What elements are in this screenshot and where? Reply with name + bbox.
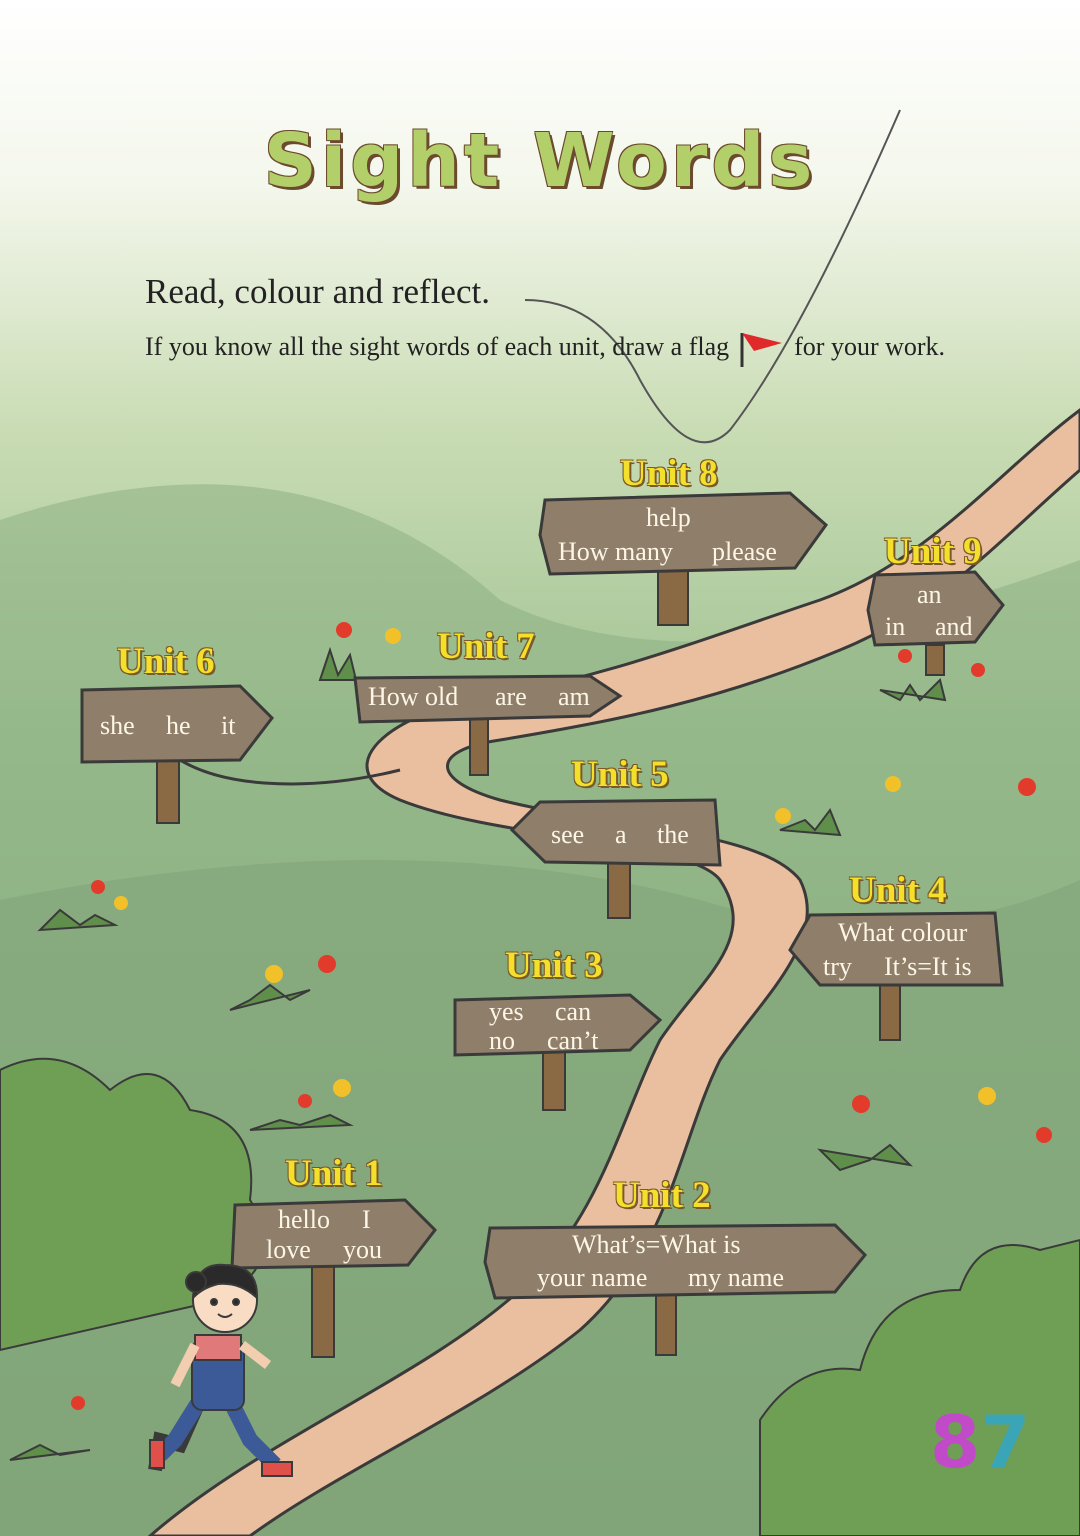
unit-8-word: How many [558, 537, 673, 566]
unit-5-label: Unit 5 [571, 754, 669, 795]
signposts [80, 491, 1005, 1300]
unit-8-label: Unit 8 [620, 453, 718, 494]
bush-right [759, 1238, 1080, 1536]
unit-3-word: no [489, 1026, 515, 1055]
flag-icon [736, 331, 788, 367]
unit-3-word: can’t [547, 1026, 599, 1055]
unit-4-label: Unit 4 [849, 870, 947, 911]
instruction-after-flag: for your work. [794, 331, 946, 361]
unit-7-label: Unit 7 [437, 626, 535, 667]
unit-1-word: I [362, 1205, 371, 1234]
unit-3-word: yes [489, 997, 524, 1026]
instruction-heading: Read, colour and reflect. [145, 272, 490, 311]
unit-8-word: please [712, 537, 777, 566]
unit-6-label: Unit 6 [117, 641, 215, 682]
unit-1-word: love [266, 1235, 311, 1264]
signpost-unit-2 [483, 1223, 868, 1300]
unit-2-label: Unit 2 [613, 1175, 711, 1216]
signpost-unit-5 [509, 798, 722, 867]
signpost-unit-4 [788, 911, 1004, 987]
unit-3-word: can [555, 997, 592, 1026]
unit-7-word: How old [368, 682, 459, 711]
unit-4-word: It’s=It is [884, 952, 972, 981]
instruction-before-flag: If you know all the sight words of each … [145, 331, 730, 361]
girl-illustration [148, 1263, 293, 1477]
signpost-unit-3 [453, 993, 663, 1057]
unit-6-word: it [221, 711, 236, 740]
unit-4-word: try [823, 952, 852, 981]
unit-1-word: you [343, 1235, 382, 1264]
page-number-digit: 7 [980, 1400, 1031, 1484]
signpost-unit-8 [538, 491, 829, 576]
unit-9-label: Unit 9 [884, 531, 982, 572]
page-number: 87 [930, 1400, 1030, 1484]
unit-7-word: am [558, 682, 590, 711]
unit-6-word: she [100, 711, 135, 740]
unit-5-word: see [551, 820, 585, 849]
signpost-unit-1 [230, 1198, 437, 1270]
signpost-unit-6 [80, 684, 274, 764]
unit-9-word: in [885, 612, 906, 641]
unit-2-word: your name [537, 1263, 648, 1292]
unit-9-word: an [917, 580, 942, 609]
page-title: Sight Words [263, 118, 817, 204]
unit-1-word: hello [278, 1205, 330, 1234]
unit-5-word: the [657, 820, 689, 849]
signpost-unit-7 [353, 674, 623, 724]
instruction-subtext: If you know all the sight words of each … [145, 331, 945, 367]
winding-path [147, 408, 1080, 1536]
unit-1-label: Unit 1 [285, 1153, 383, 1194]
unit-9-word: and [935, 612, 973, 641]
unit-4-word: What colour [838, 918, 968, 947]
unit-7-word: are [495, 682, 527, 711]
signpost-unit-9 [866, 570, 1005, 647]
unit-6-word: he [166, 711, 191, 740]
unit-3-label: Unit 3 [505, 945, 603, 986]
unit-8-word: help [646, 503, 691, 532]
page-number-digit: 8 [930, 1400, 981, 1484]
unit-5-word: a [615, 820, 627, 849]
unit-2-word: What’s=What is [572, 1230, 741, 1259]
unit-2-word: my name [688, 1263, 785, 1292]
